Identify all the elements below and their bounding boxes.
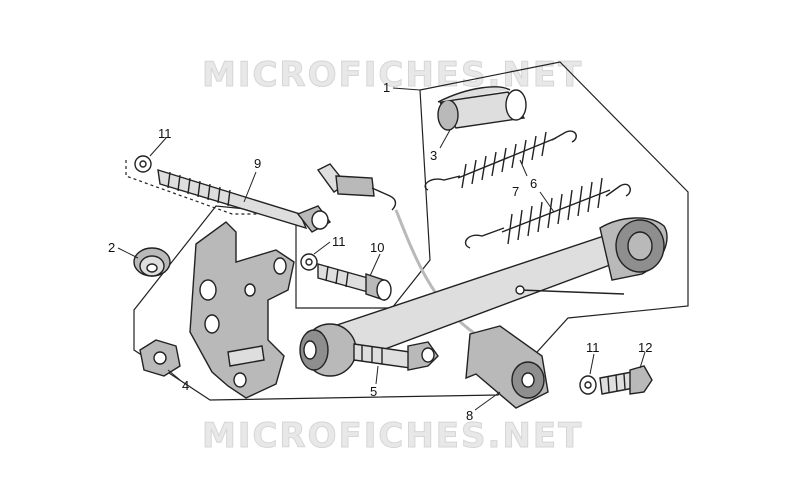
callout-6: 6 bbox=[530, 176, 537, 191]
callout-5: 5 bbox=[370, 384, 377, 399]
callout-12: 12 bbox=[638, 340, 652, 355]
callout-2: 2 bbox=[108, 240, 115, 255]
small-spring bbox=[424, 130, 577, 191]
stand-sensor-switch bbox=[316, 163, 487, 344]
callout-4: 4 bbox=[182, 378, 189, 393]
large-spring bbox=[464, 177, 631, 249]
long-bolt bbox=[157, 169, 332, 233]
callout-10: 10 bbox=[370, 240, 384, 255]
leader-lines bbox=[117, 87, 646, 411]
callout-8: 8 bbox=[466, 408, 473, 423]
hex-nut bbox=[139, 339, 181, 377]
pivot-pin bbox=[353, 341, 439, 371]
short-bolt bbox=[317, 263, 392, 301]
side-stand-arm bbox=[299, 217, 668, 377]
watermark-top: MICROFICHES.NET bbox=[202, 55, 583, 95]
switch-bracket bbox=[465, 325, 549, 409]
callout-9: 9 bbox=[254, 156, 261, 171]
flange-bushing bbox=[133, 247, 171, 277]
callout-11-middle: 11 bbox=[332, 234, 346, 249]
callout-11-top-left: 11 bbox=[158, 126, 172, 141]
bushing-sleeve bbox=[437, 86, 527, 131]
callout-3: 3 bbox=[430, 148, 437, 163]
assembly-frame bbox=[133, 61, 689, 401]
mounting-bracket bbox=[189, 221, 295, 399]
small-bolt bbox=[599, 365, 653, 395]
bolt-inset-frame bbox=[125, 160, 296, 215]
watermark-bottom: MICROFICHES.NET bbox=[202, 416, 583, 456]
callout-1: 1 bbox=[383, 80, 390, 95]
callout-7: 7 bbox=[512, 184, 519, 199]
callout-11-right: 11 bbox=[586, 340, 600, 355]
